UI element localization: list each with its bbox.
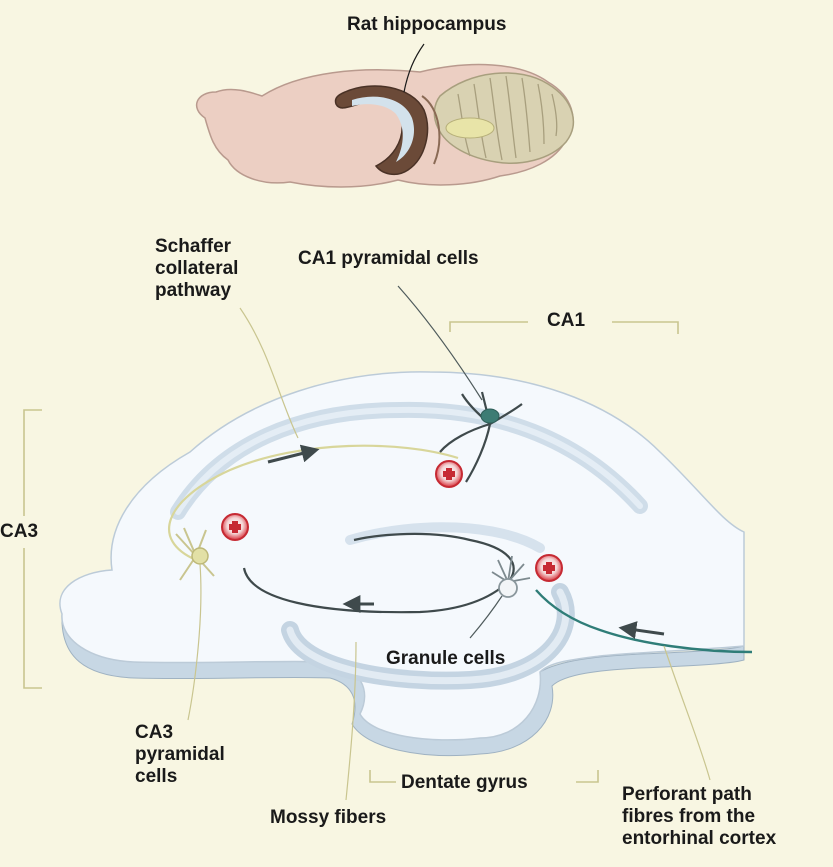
label-ca3: CA3 (0, 521, 39, 542)
label-perforant-path: Perforant path fibres from the entorhina… (622, 784, 777, 849)
callout-leader-perforant (663, 645, 711, 781)
label-granule-cells: Granule cells (386, 648, 506, 669)
dentate-gyrus-bracket (369, 770, 599, 783)
perforant-path-fibre (535, 589, 753, 654)
label-schaffer-pathway: Schaffer collateral pathway (155, 236, 239, 301)
label-ca1-pyramidal-cells: CA1 pyramidal cells (298, 248, 479, 269)
hippocampal-slice (59, 285, 753, 801)
plus-synapse-icon (535, 554, 563, 582)
schaffer-collateral-fibre (168, 444, 459, 562)
callout-leader-ca1-cells (397, 285, 483, 401)
callout-leader-mossy (345, 641, 357, 801)
ca1-bracket (449, 321, 679, 334)
schaffer-direction-arrow (267, 444, 320, 464)
callout-leader-hippocampus (403, 43, 425, 93)
plus-synapse-icon (221, 513, 249, 541)
label-ca3-pyramidal-cells: CA3 pyramidal cells (135, 722, 225, 787)
perforant-direction-arrow (618, 621, 665, 639)
plus-synapse-icon (435, 460, 463, 488)
brain-pons (445, 117, 495, 139)
label-mossy-fibers: Mossy fibers (270, 807, 387, 828)
callout-leader-schaffer (239, 307, 299, 439)
label-rat-hippocampus: Rat hippocampus (347, 14, 507, 35)
label-dentate-gyrus: Dentate gyrus (401, 772, 528, 793)
callout-leader-ca3-cells (187, 563, 202, 721)
ca3-bracket (23, 409, 42, 689)
callout-leader-granule (469, 595, 503, 639)
label-ca1: CA1 (547, 310, 586, 331)
rat-brain (195, 43, 575, 188)
